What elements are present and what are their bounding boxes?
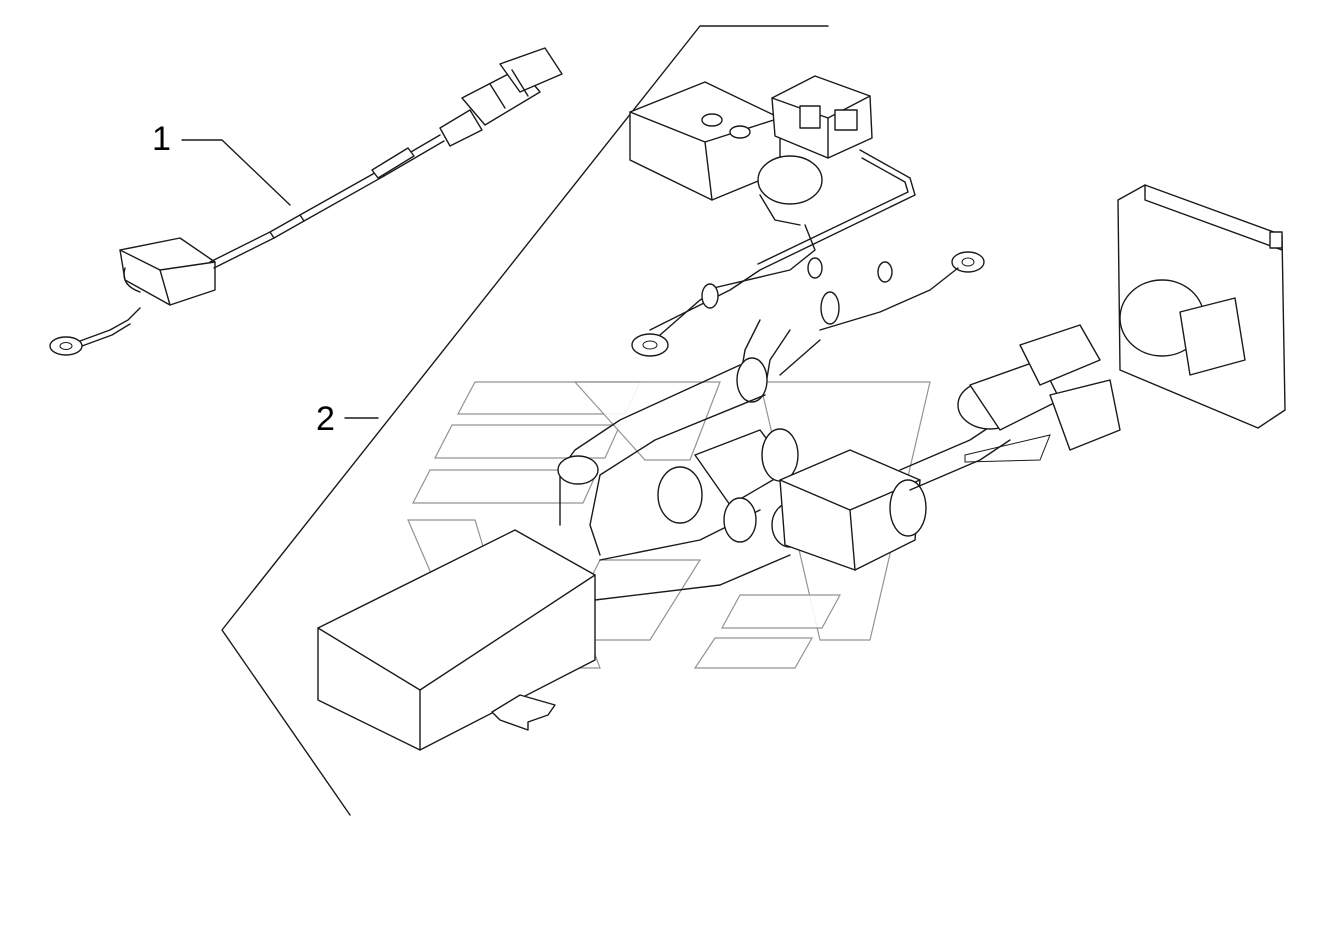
ring-terminal (49, 336, 83, 356)
ferrite-box (119, 237, 216, 306)
cable-connector (439, 47, 563, 147)
callout-1: 1 (152, 120, 291, 206)
relay-module (629, 81, 823, 226)
lower-connectors (594, 324, 1121, 601)
ring-terminal-right (951, 251, 985, 273)
ring-terminal-left (631, 333, 669, 357)
callout-2: 2 (316, 400, 379, 438)
bracket-line (221, 25, 829, 816)
top-connector (771, 75, 873, 159)
junction-box (317, 529, 596, 751)
callout-label-1: 1 (152, 120, 171, 158)
part-1-cable-assembly (49, 47, 563, 356)
callout-label-2: 2 (316, 400, 335, 438)
part-2-main-harness (221, 25, 1286, 816)
control-module (1117, 184, 1286, 429)
